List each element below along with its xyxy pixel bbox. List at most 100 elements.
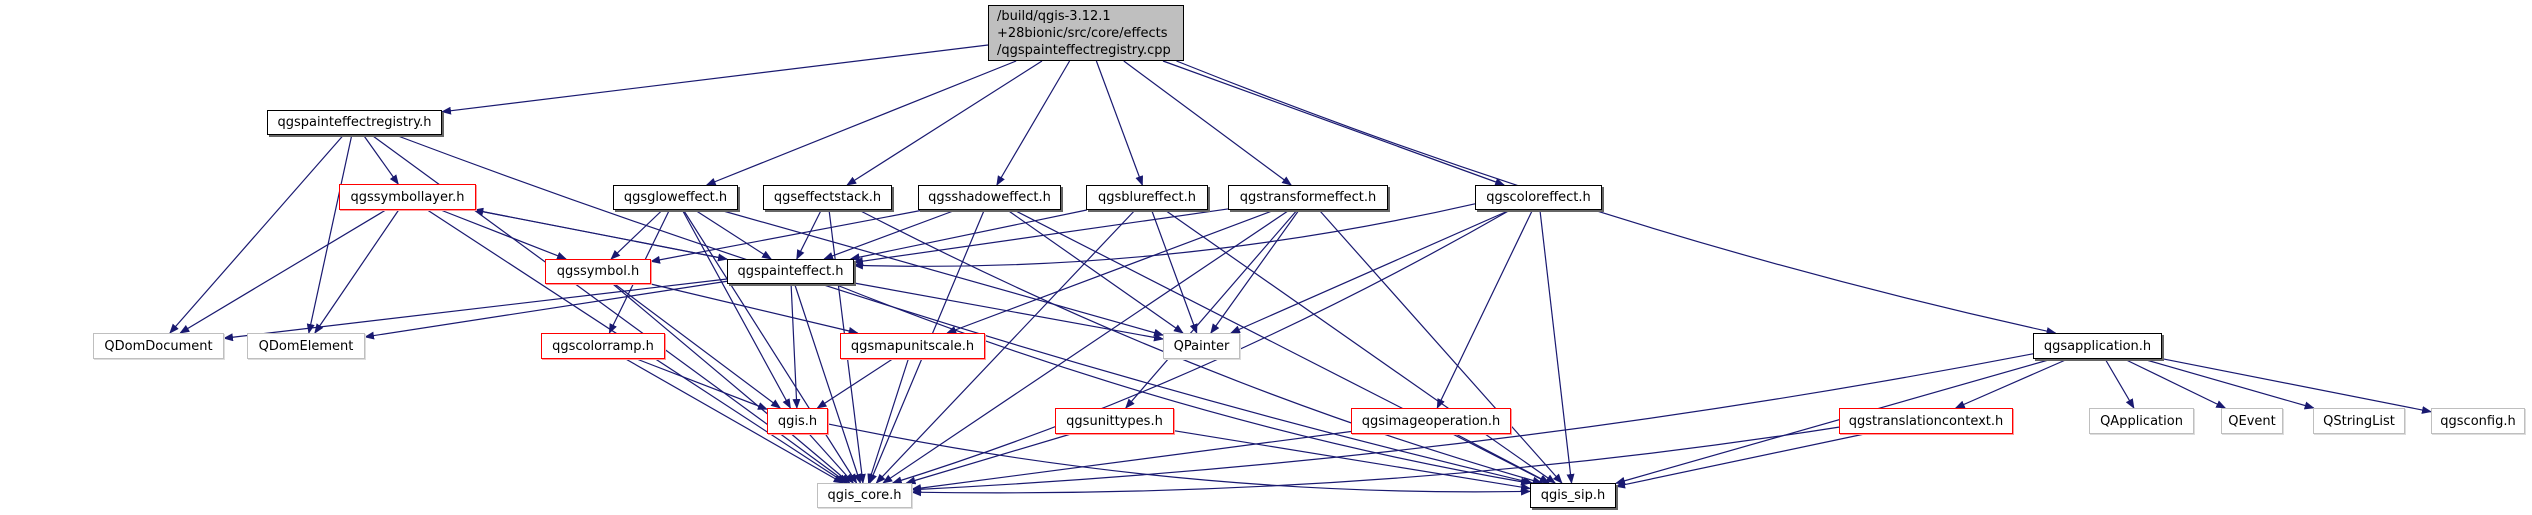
edge-painteffect-to-qpainter	[853, 282, 1164, 342]
node-colorramp[interactable]: qgscolorramp.h	[541, 333, 665, 359]
edge-color-to-qpainter	[1230, 209, 1511, 334]
edge-painteffect-to-sip	[833, 283, 1531, 486]
node-mapunitscale[interactable]: qgsmapunitscale.h	[840, 333, 985, 359]
edge-application-to-core	[911, 353, 2034, 494]
edge-painteffect-to-symbollayer	[473, 207, 728, 260]
node-root[interactable]: /build/qgis-3.12.1+28bionic/src/core/eff…	[988, 5, 1184, 61]
node-unittypes[interactable]: qgsunittypes.h	[1055, 408, 1174, 434]
edge-root-to-application	[1176, 60, 2057, 335]
node-label-line: +28bionic/src/core/effects	[997, 25, 1168, 41]
node-label: qgsshadoweffect.h	[928, 190, 1051, 205]
node-core: qgis_core.h	[817, 483, 912, 508]
node-symbollayer[interactable]: qgssymbollayer.h	[339, 184, 476, 210]
node-symbol[interactable]: qgssymbol.h	[545, 259, 651, 284]
edge-stack-to-painteffect	[796, 209, 822, 260]
node-translation[interactable]: qgstranslationcontext.h	[1839, 408, 2013, 434]
edge-application-to-sip	[1615, 358, 2053, 485]
edge-symbol-to-mapunitscale	[650, 283, 859, 335]
node-label: qgspainteffectregistry.h	[277, 115, 432, 130]
node-label: qgsimageoperation.h	[1361, 413, 1501, 429]
edge-root-to-color	[1162, 60, 1506, 186]
node-qdomel: QDomElement	[247, 333, 365, 359]
node-sip[interactable]: qgis_sip.h	[1530, 483, 1616, 508]
edge-color-to-sip	[1539, 209, 1575, 484]
edge-transform-to-sip	[1318, 209, 1563, 484]
edge-transform-to-unittypes	[1125, 209, 1298, 409]
node-label: qgseffectstack.h	[773, 190, 882, 205]
node-painteffect[interactable]: qgspainteffect.h	[727, 259, 854, 284]
node-label: qgis.h	[777, 413, 818, 429]
node-registry[interactable]: qgspainteffectregistry.h	[267, 110, 442, 135]
edge-transform-to-qpainter	[1210, 209, 1300, 334]
edge-registry-to-qdomdoc	[169, 134, 344, 334]
node-label: QApplication	[2100, 413, 2183, 429]
node-qapplication: QApplication	[2089, 408, 2194, 434]
edge-glow-to-qpainter	[719, 209, 1164, 337]
node-qevent: QEvent	[2221, 408, 2283, 434]
edge-application-to-qevent	[2124, 358, 2227, 409]
node-label: qgsapplication.h	[2043, 338, 2152, 354]
edge-mapunitscale-to-core	[867, 358, 909, 484]
edge-symbol-to-qgis	[614, 283, 781, 409]
edge-imageop-to-sip	[1455, 433, 1551, 484]
edge-registry-to-sip	[395, 134, 1534, 485]
edge-root-to-glow	[705, 60, 1017, 186]
edge-color-to-core	[891, 209, 1511, 485]
edge-root-to-stack	[846, 60, 1043, 186]
edge-colorramp-to-core	[625, 358, 844, 484]
node-shadow[interactable]: qgsshadoweffect.h	[918, 185, 1061, 210]
node-imageop[interactable]: qgsimageoperation.h	[1351, 408, 1511, 434]
node-label: qgstransformeffect.h	[1239, 190, 1377, 205]
node-transform[interactable]: qgstransformeffect.h	[1228, 185, 1388, 210]
edge-glow-to-core	[682, 209, 858, 484]
node-stack[interactable]: qgseffectstack.h	[763, 185, 892, 210]
node-label-line: /build/qgis-3.12.1	[997, 8, 1111, 24]
node-label: qgstranslationcontext.h	[1848, 413, 2004, 429]
node-label-line: /qgspainteffectregistry.cpp	[997, 42, 1171, 58]
node-qgis[interactable]: qgis.h	[767, 408, 828, 434]
edge-transform-to-painteffect	[853, 208, 1229, 266]
edge-mapunitscale-to-qgis	[816, 358, 893, 409]
node-label: QDomDocument	[104, 338, 213, 354]
edge-root-to-blur	[1095, 60, 1143, 186]
edge-application-to-qapplication	[2104, 358, 2135, 409]
edge-root-to-shadow	[996, 60, 1071, 186]
edge-colorramp-to-qgis	[636, 358, 768, 410]
node-application[interactable]: qgsapplication.h	[2033, 333, 2162, 359]
node-label: qgis_core.h	[827, 488, 902, 503]
edge-translation-to-core	[911, 426, 1840, 497]
node-label: QStringList	[2323, 413, 2395, 429]
edge-imageop-to-core	[911, 430, 1352, 493]
edge-glow-to-symbol	[610, 209, 663, 260]
edge-symbollayer-to-qdomel	[314, 209, 400, 334]
edge-unittypes-to-core	[905, 433, 1072, 485]
edge-registry-to-qdomel	[306, 134, 353, 334]
node-color[interactable]: qgscoloreffect.h	[1475, 185, 1602, 210]
edge-registry-to-symbollayer	[362, 134, 399, 185]
node-label: qgssymbollayer.h	[350, 189, 465, 205]
node-label: qgsconfig.h	[2440, 413, 2516, 429]
edge-painteffect-to-qdomdoc	[223, 278, 728, 342]
edge-application-to-translation	[1954, 358, 2069, 409]
node-label: QDomElement	[258, 338, 354, 354]
edge-painteffect-to-qgis	[790, 283, 801, 409]
edge-shadow-to-painteffect	[823, 209, 957, 260]
edge-application-to-qstringlist	[2142, 358, 2315, 410]
node-label: qgsgloweffect.h	[623, 190, 728, 205]
edge-blur-to-qpainter	[1151, 209, 1198, 334]
edge-shadow-to-sip	[1013, 209, 1550, 484]
node-qstringlist: QStringList	[2313, 408, 2405, 434]
edge-painteffect-to-qdomel	[364, 280, 728, 340]
node-blur[interactable]: qgsblureffect.h	[1086, 185, 1208, 210]
node-glow[interactable]: qgsgloweffect.h	[613, 185, 738, 210]
edge-symbollayer-to-symbol	[440, 209, 567, 260]
node-qdomdoc: QDomDocument	[93, 333, 224, 359]
edge-registry-to-core	[371, 134, 849, 484]
node-label: qgssymbol.h	[556, 264, 640, 279]
node-label: QEvent	[2228, 413, 2276, 429]
edge-unittypes-to-sip	[1173, 430, 1531, 492]
edge-qgis-to-core	[808, 433, 854, 484]
edge-root-to-transform	[1123, 60, 1292, 186]
edge-glow-to-painteffect	[694, 209, 772, 260]
